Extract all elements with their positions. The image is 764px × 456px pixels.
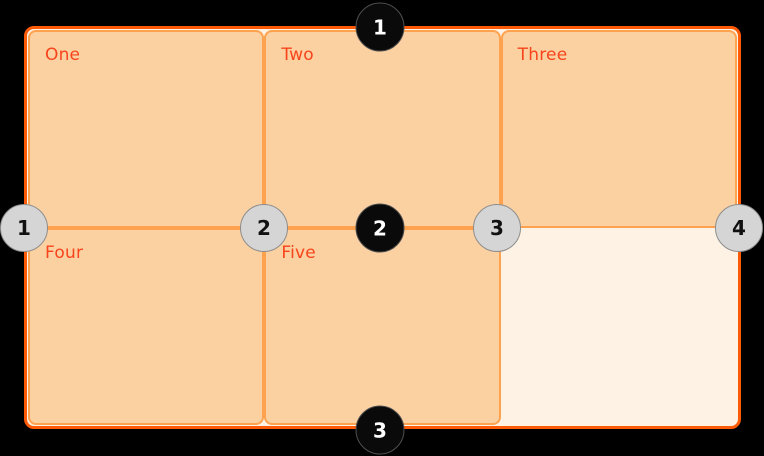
grid-cell-one: One [28, 30, 265, 228]
row-line-badge-2: 2 [355, 203, 405, 253]
grid-cell-empty [501, 228, 737, 426]
cell-label-two: Two [281, 45, 314, 65]
cell-label-five: Five [281, 242, 316, 263]
column-line-number-4: 4 [732, 216, 746, 240]
cell-label-four: Four [45, 242, 84, 263]
row-line-number-1: 1 [373, 15, 387, 39]
row-line-number-3: 3 [373, 418, 387, 442]
row-line-badge-1: 1 [355, 2, 405, 52]
row-line-number-2: 2 [373, 216, 387, 240]
grid-cell-five: Five [264, 227, 501, 425]
column-line-badge-3: 3 [473, 204, 521, 252]
cell-label-one: One [45, 45, 81, 65]
column-line-badge-4: 4 [715, 204, 763, 252]
grid-cell-three: Three [500, 30, 737, 228]
column-line-number-2: 2 [257, 216, 271, 240]
cell-label-three: Three [517, 45, 568, 65]
grid-cell-four: Four [28, 227, 265, 425]
column-line-number-1: 1 [17, 216, 31, 240]
column-line-badge-1: 1 [0, 204, 48, 252]
column-line-badge-2: 2 [240, 204, 288, 252]
grid-cell-two: Two [264, 30, 501, 228]
grid-container: One Two Three Four Five [24, 26, 741, 429]
column-line-number-3: 3 [490, 216, 504, 240]
row-line-badge-3: 3 [355, 405, 405, 455]
